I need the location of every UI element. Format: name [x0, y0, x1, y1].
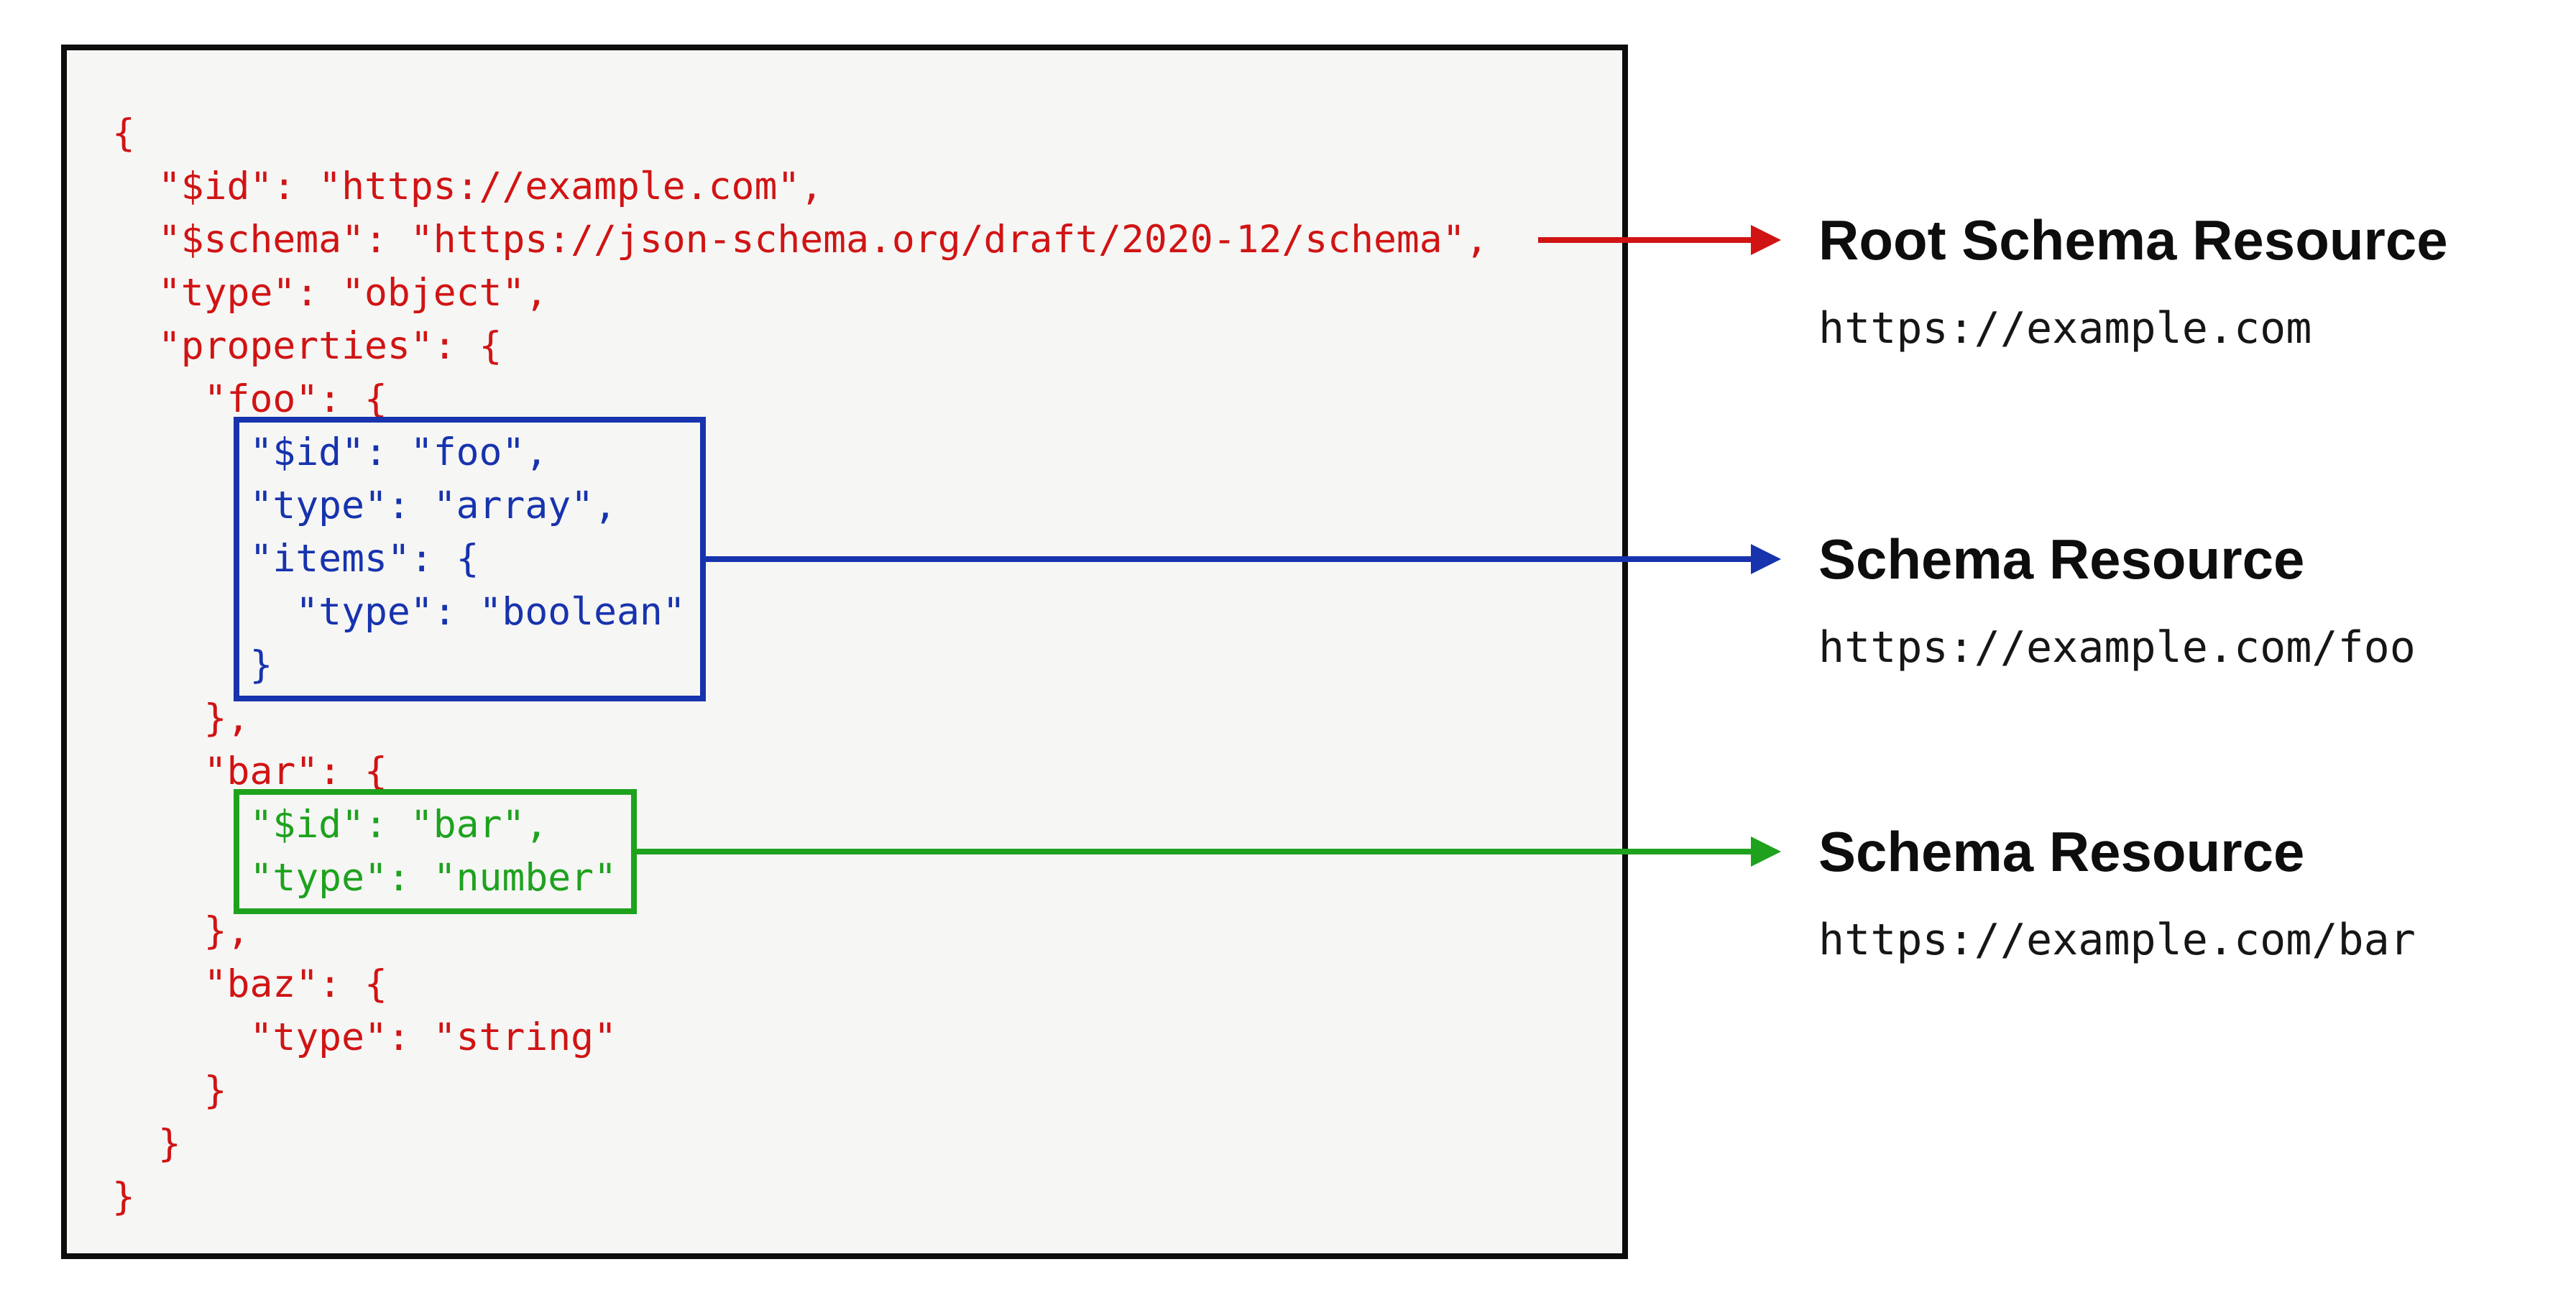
code-line: "$id": "https://example.com",: [112, 165, 824, 208]
arrowhead-icon: [1751, 225, 1781, 255]
annotation-title: Root Schema Resource: [1818, 208, 2448, 272]
root-schema-arrow: [1538, 225, 1781, 255]
code-line: "foo": {: [112, 377, 387, 421]
arrowhead-icon: [1751, 837, 1781, 867]
code-line: }: [112, 1069, 227, 1112]
code-line: }: [112, 1122, 181, 1166]
code-line: "properties": {: [112, 324, 502, 368]
annotation-root-schema-resource: Root Schema Resource https://example.com: [1818, 207, 2448, 354]
schema-code-panel: { "$id": "https://example.com", "$schema…: [61, 45, 1628, 1259]
arrow-shaft: [1538, 237, 1751, 243]
foo-schema-resource-box: "$id": "foo", "type": "array", "items": …: [234, 417, 706, 701]
code-line: "bar": {: [112, 750, 387, 793]
bar-schema-resource-box: "$id": "bar", "type": "number": [234, 789, 637, 914]
code-line: "type": "string": [112, 1015, 617, 1059]
foo-schema-arrow: [701, 544, 1781, 574]
code-line: "type": "object",: [112, 271, 548, 315]
annotation-title: Schema Resource: [1818, 820, 2305, 883]
code-line: "type": "array",: [249, 484, 617, 527]
code-line: "type": "number": [249, 856, 617, 900]
code-line: "items": {: [249, 537, 479, 581]
code-line: "$id": "foo",: [249, 430, 548, 474]
annotation-foo-schema-resource: Schema Resource https://example.com/foo: [1818, 526, 2416, 673]
code-line: }: [249, 643, 273, 687]
annotation-title: Schema Resource: [1818, 527, 2305, 591]
code-line: }: [112, 1175, 135, 1219]
annotation-bar-schema-resource: Schema Resource https://example.com/bar: [1818, 819, 2416, 965]
schema-code-block: { "$id": "https://example.com", "$schema…: [112, 107, 1622, 1224]
code-line: },: [112, 909, 250, 953]
code-line: },: [112, 696, 250, 740]
arrowhead-icon: [1751, 544, 1781, 574]
code-line: "baz": {: [112, 962, 387, 1006]
code-line: "type": "boolean": [249, 590, 686, 634]
bar-schema-arrow: [632, 837, 1781, 867]
code-line: "$id": "bar",: [249, 803, 548, 847]
code-line: {: [112, 111, 135, 155]
annotation-url: https://example.com/foo: [1818, 622, 2416, 673]
arrow-shaft: [632, 849, 1751, 854]
code-line: "$schema": "https://json-schema.org/draf…: [112, 218, 1489, 262]
annotation-url: https://example.com: [1818, 303, 2312, 354]
arrow-shaft: [701, 556, 1751, 562]
annotation-url: https://example.com/bar: [1818, 915, 2416, 965]
